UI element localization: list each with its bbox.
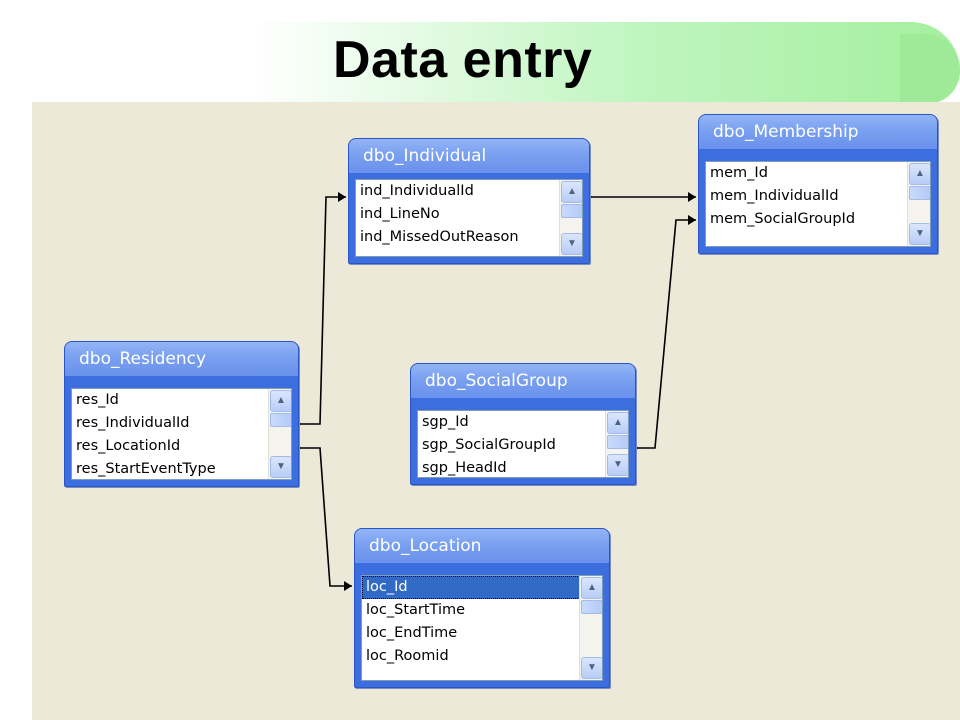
field-list-residency[interactable]: res_Id res_IndividualId res_LocationId r… bbox=[71, 388, 292, 480]
scroll-down-button[interactable]: ▼ bbox=[581, 657, 602, 679]
field-list-membership[interactable]: mem_Id mem_IndividualId mem_SocialGroupI… bbox=[705, 161, 931, 247]
field-item[interactable]: ind_LineNo bbox=[360, 206, 440, 222]
title-banner bbox=[250, 22, 960, 104]
scrollbar[interactable]: ▲ ▼ bbox=[559, 180, 582, 256]
title-banner-cap bbox=[900, 34, 960, 104]
scrollbar[interactable]: ▲ ▼ bbox=[907, 162, 930, 246]
page-title: Data entry bbox=[333, 31, 593, 89]
field-item[interactable]: mem_SocialGroupId bbox=[710, 211, 856, 227]
chevron-down-icon: ▼ bbox=[587, 662, 597, 673]
table-window-residency[interactable]: dbo_Residency res_Id res_IndividualId re… bbox=[64, 341, 299, 487]
chevron-up-icon: ▲ bbox=[276, 395, 286, 406]
scroll-down-button[interactable]: ▼ bbox=[561, 233, 582, 255]
relationship-line-socialgroup-membership bbox=[635, 219, 696, 449]
scroll-thumb[interactable] bbox=[561, 204, 582, 218]
field-item-selected[interactable]: loc_Id bbox=[362, 576, 580, 599]
field-item[interactable]: res_StartEventType bbox=[76, 461, 216, 477]
table-title-socialgroup[interactable]: dbo_SocialGroup bbox=[411, 364, 635, 398]
scroll-up-button[interactable]: ▲ bbox=[909, 163, 930, 185]
field-list-socialgroup[interactable]: sgp_Id sgp_SocialGroupId sgp_HeadId ▲ ▼ bbox=[417, 410, 629, 478]
table-title-individual[interactable]: dbo_Individual bbox=[349, 139, 589, 173]
field-list-individual[interactable]: ind_IndividualId ind_LineNo ind_MissedOu… bbox=[355, 179, 583, 257]
line-arrow bbox=[338, 192, 346, 202]
table-window-individual[interactable]: dbo_Individual ind_IndividualId ind_Line… bbox=[348, 138, 590, 264]
scroll-up-button[interactable]: ▲ bbox=[581, 577, 602, 599]
table-window-socialgroup[interactable]: dbo_SocialGroup sgp_Id sgp_SocialGroupId… bbox=[410, 363, 636, 485]
field-item[interactable]: res_LocationId bbox=[76, 438, 181, 454]
field-item[interactable]: loc_StartTime bbox=[366, 602, 466, 618]
scroll-down-button[interactable]: ▼ bbox=[909, 223, 930, 245]
scroll-up-button[interactable]: ▲ bbox=[270, 390, 291, 412]
table-window-location[interactable]: dbo_Location loc_Id loc_StartTime loc_En… bbox=[354, 528, 610, 688]
scroll-thumb[interactable] bbox=[607, 435, 628, 449]
field-item[interactable]: ind_IndividualId bbox=[360, 183, 474, 199]
chevron-up-icon: ▲ bbox=[915, 168, 925, 179]
chevron-up-icon: ▲ bbox=[613, 417, 623, 428]
field-item[interactable]: res_Id bbox=[76, 392, 119, 408]
scrollbar[interactable]: ▲ ▼ bbox=[605, 411, 628, 477]
scrollbar[interactable]: ▲ ▼ bbox=[268, 389, 291, 479]
relationship-line-residency-location bbox=[298, 447, 352, 587]
table-window-membership[interactable]: dbo_Membership mem_Id mem_IndividualId m… bbox=[698, 114, 938, 254]
scroll-up-button[interactable]: ▲ bbox=[607, 412, 628, 434]
scroll-down-button[interactable]: ▼ bbox=[270, 456, 291, 478]
field-item[interactable]: sgp_SocialGroupId bbox=[422, 437, 556, 453]
field-item[interactable]: res_IndividualId bbox=[76, 415, 190, 431]
line-arrow bbox=[344, 581, 352, 591]
field-item[interactable]: ind_MissedOutReason bbox=[360, 229, 519, 245]
scroll-thumb[interactable] bbox=[909, 186, 930, 200]
chevron-down-icon: ▼ bbox=[915, 228, 925, 239]
scroll-thumb[interactable] bbox=[581, 600, 602, 614]
chevron-down-icon: ▼ bbox=[567, 238, 577, 249]
chevron-down-icon: ▼ bbox=[276, 461, 286, 472]
field-item[interactable]: loc_Roomid bbox=[366, 648, 449, 664]
relationship-line-residency-individual bbox=[298, 196, 346, 425]
field-item[interactable]: sgp_Id bbox=[422, 414, 469, 430]
chevron-up-icon: ▲ bbox=[587, 582, 597, 593]
field-item[interactable]: mem_IndividualId bbox=[710, 188, 839, 204]
field-item[interactable]: sgp_HeadId bbox=[422, 460, 507, 476]
scroll-up-button[interactable]: ▲ bbox=[561, 181, 582, 203]
table-title-location[interactable]: dbo_Location bbox=[355, 529, 609, 563]
scrollbar[interactable]: ▲ ▼ bbox=[579, 576, 602, 680]
scroll-thumb[interactable] bbox=[270, 413, 291, 427]
scroll-down-button[interactable]: ▼ bbox=[607, 454, 628, 476]
field-item[interactable]: mem_Id bbox=[710, 165, 768, 181]
field-item[interactable]: loc_EndTime bbox=[366, 625, 458, 641]
chevron-up-icon: ▲ bbox=[567, 186, 577, 197]
table-title-residency[interactable]: dbo_Residency bbox=[65, 342, 298, 376]
table-title-membership[interactable]: dbo_Membership bbox=[699, 115, 937, 149]
chevron-down-icon: ▼ bbox=[613, 459, 623, 470]
field-list-location[interactable]: loc_Id loc_StartTime loc_EndTime loc_Roo… bbox=[361, 575, 603, 681]
line-arrow bbox=[688, 192, 696, 202]
line-arrow bbox=[688, 215, 696, 225]
